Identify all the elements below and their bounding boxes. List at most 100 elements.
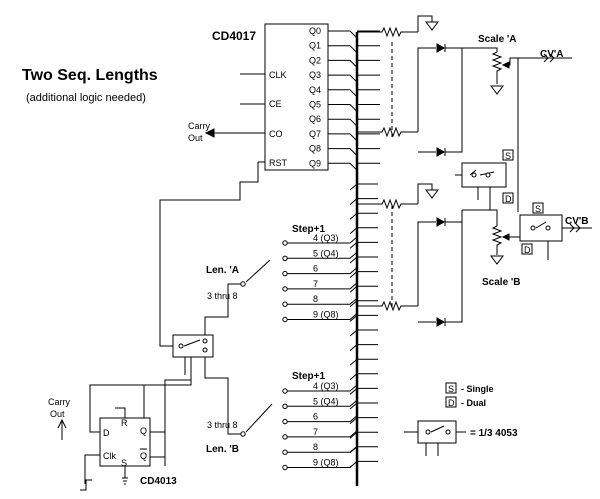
step-a-contact (282, 255, 288, 261)
ff-carry-out-line1: Carry (48, 397, 70, 407)
bus-tick (349, 314, 378, 322)
upper-diode-wires (417, 47, 436, 153)
ff-pin-r: R (121, 418, 128, 428)
switch-cv-b-single: S (535, 204, 541, 214)
step-a-label: 7 (313, 279, 318, 289)
ground-icon (490, 85, 504, 95)
counter-pin-ce: CE (269, 99, 282, 109)
step-b-contact (282, 388, 288, 394)
bus-tick (349, 402, 378, 410)
bus-tick (349, 256, 378, 264)
switch-label-single: S (505, 151, 511, 161)
pot-upper-q0 (357, 26, 418, 38)
cv-b-output (562, 223, 592, 233)
pot-lower-group (357, 183, 463, 327)
bus-tick (349, 285, 378, 293)
step-a-label: 6 (313, 264, 318, 274)
bus-tick (349, 300, 378, 308)
counter-lead-q8 (328, 148, 358, 156)
clock-edge-icon (80, 479, 92, 491)
step-a-label: 4 (Q3) (313, 233, 339, 243)
switch-label-dual: D (505, 194, 512, 204)
step-b-label: 7 (313, 427, 318, 437)
legend-single: - Single (461, 384, 494, 394)
diagram-subtitle: (additional logic needed) (26, 92, 146, 104)
carry-in-arrow-icon (57, 418, 67, 429)
counter-output-q5: Q5 (309, 100, 321, 110)
step-b-contact (282, 434, 288, 440)
counter-lead-q2 (328, 59, 358, 68)
bus-tick (349, 446, 378, 454)
step-a-label: 5 (Q4) (313, 248, 339, 258)
step-b-label: 6 (313, 412, 318, 422)
step-a-lead (287, 282, 358, 290)
legend-dual-key: D (448, 398, 455, 408)
counter-input-leads (240, 73, 265, 163)
counter-output-q4: Q4 (309, 85, 321, 95)
counter-lead-q0 (328, 30, 358, 39)
step-b-label: 8 (313, 442, 318, 452)
counter-output-q8: Q8 (309, 144, 321, 154)
legend-single-key: S (448, 384, 454, 394)
wiper-arrow-icon (501, 61, 510, 69)
reset-wire (159, 162, 259, 347)
step-header-b: Step+1 (292, 371, 326, 382)
flipflop-wiring (89, 379, 191, 466)
step-a-lead (287, 267, 358, 275)
bus-tick (349, 227, 378, 235)
counter-lead-q5 (328, 104, 358, 112)
len-b-label: Len. 'B (206, 444, 239, 455)
counter-lead-q1 (328, 45, 358, 54)
pot-lower-last (357, 300, 418, 312)
step-a-label: 9 (Q8) (313, 310, 339, 320)
step-b-lead (287, 399, 358, 407)
switch-label-single-box (502, 149, 514, 161)
counter-output-q0: Q0 (309, 26, 321, 36)
gnd-wire-lower (417, 183, 433, 204)
bus-tick (349, 431, 378, 439)
bus-ticks (349, 183, 378, 468)
switch-cv-b-dual: D (524, 245, 531, 255)
carry-out-label-line2: Out (188, 133, 203, 143)
counter-output-q1: Q1 (309, 41, 321, 51)
step-a-contact (282, 316, 288, 323)
step-a-contact (282, 286, 288, 292)
bus-tick (349, 387, 378, 395)
ground-icon (425, 21, 439, 31)
step-b-contact (282, 449, 288, 455)
counter-output-q7: Q7 (309, 129, 321, 139)
ff-pin-q: Q (140, 426, 147, 436)
diode-icon (436, 317, 446, 327)
step-b-contact (282, 464, 288, 471)
ground-icon (122, 477, 128, 485)
diode-icon (436, 43, 446, 53)
step-b-label: 5 (Q4) (313, 396, 339, 406)
flipflop-chip-name: CD4013 (140, 476, 177, 487)
counter-pin-rst: RST (269, 158, 288, 168)
bus-tick (349, 198, 378, 205)
len-a-to-switch-wire (204, 283, 241, 341)
ff-pin-clk: Clk (103, 451, 116, 461)
counter-output-q6: Q6 (309, 114, 321, 124)
counter-output-q9: Q9 (309, 158, 321, 168)
bus-tick (349, 358, 378, 366)
cv-a-label: CV'A (540, 49, 564, 60)
legend-dual: - Dual (461, 398, 486, 408)
ff-pin-s: S (121, 458, 127, 468)
diagram-title: Two Seq. Lengths (22, 67, 158, 84)
counter-pin-co: CO (269, 129, 283, 139)
switch-cv-b (519, 214, 563, 242)
scale-a-pot (462, 47, 503, 84)
bus-tick (349, 329, 378, 337)
step-a-lead (287, 251, 358, 259)
step-a-lead (287, 297, 358, 305)
carry-out-arrow-icon (204, 128, 215, 138)
bus-tick (349, 373, 378, 381)
gnd-wire-upper (417, 15, 433, 32)
ff-pin-d: D (103, 428, 110, 438)
lower-diode-wires (417, 221, 436, 323)
legend-mux: = 1/3 4053 (470, 428, 518, 439)
